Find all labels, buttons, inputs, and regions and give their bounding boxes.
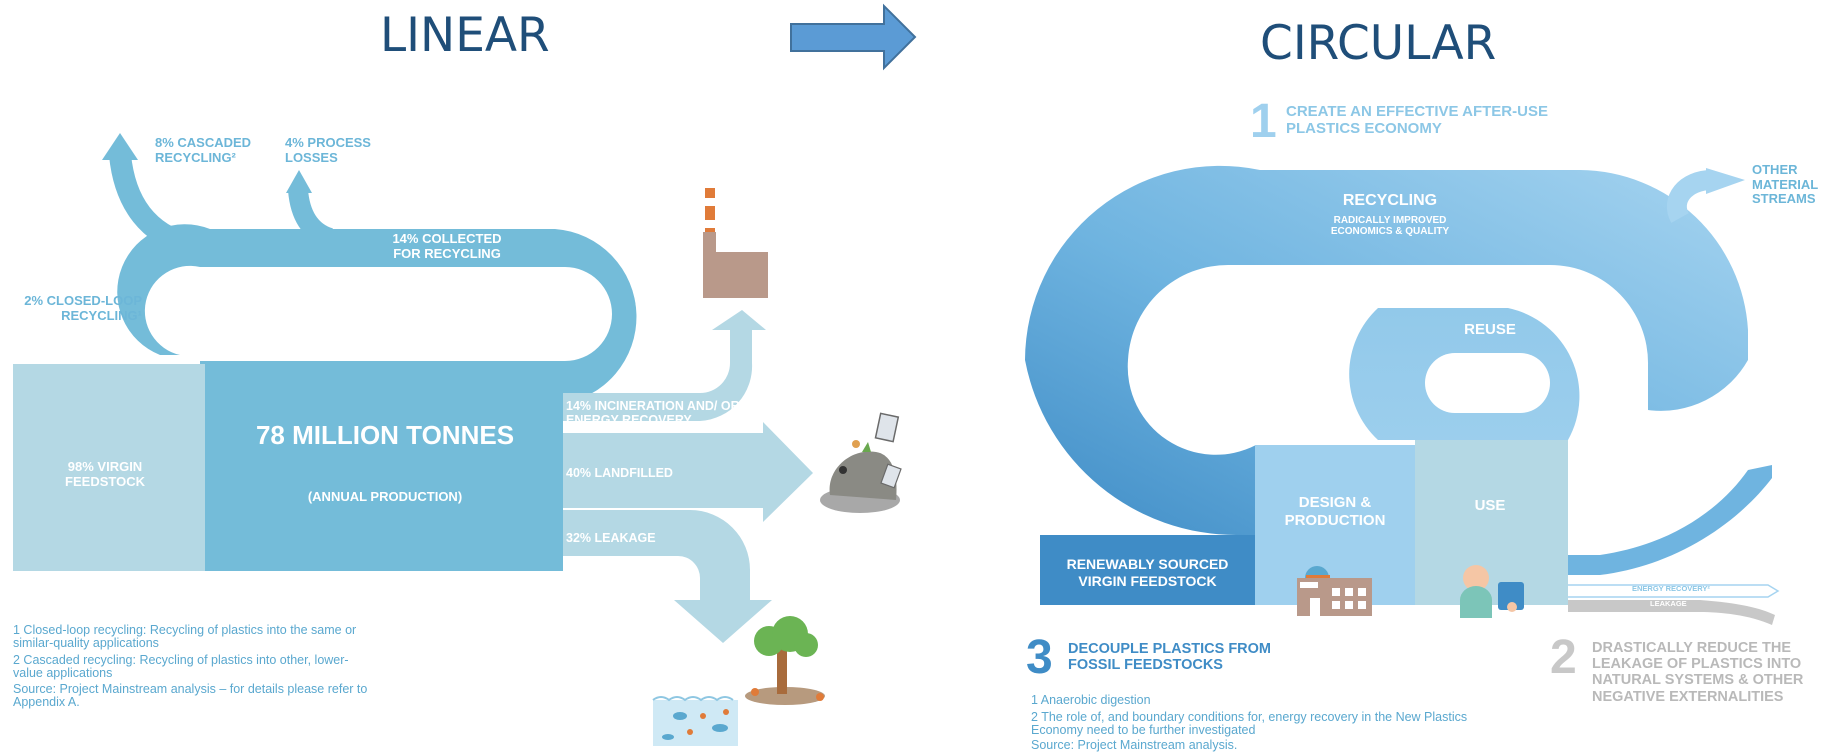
linear-to-circular-arrow[interactable] — [790, 3, 917, 71]
recycling-sublabel: RADICALLY IMPROVED ECONOMICS & QUALITY — [1330, 215, 1450, 238]
production-block — [205, 364, 563, 571]
energy-recovery-label: ENERGY RECOVERY² — [1632, 584, 1710, 593]
use-label: USE — [1474, 497, 1506, 514]
renewable-feedstock-label: RENEWABLY SOURCED VIRGIN FEEDSTOCK — [1066, 556, 1229, 589]
step1-label: CREATE AN EFFECTIVE AFTER-USE PLASTICS E… — [1286, 103, 1548, 137]
production-subtitle: (ANNUAL PRODUCTION) — [307, 489, 463, 504]
leakage-nature-icon — [652, 616, 825, 746]
landfilled-arrow — [563, 422, 813, 522]
linear-source: Source: Project Mainstream analysis – fo… — [13, 682, 368, 710]
collected-label: 14% COLLECTED FOR RECYCLING — [392, 231, 502, 261]
step1-number: 1 — [1250, 95, 1277, 148]
circular-source: Source: Project Mainstream analysis. — [1031, 738, 1238, 752]
landfill-icon — [820, 412, 902, 513]
composting-arrow — [1568, 465, 1772, 575]
circular-leakage-label: LEAKAGE — [1650, 599, 1687, 608]
renewable-feedstock-block — [1040, 535, 1255, 605]
landfilled-label: 40% LANDFILLED — [566, 466, 673, 480]
process-losses-label: 4% PROCESS LOSSES — [285, 135, 371, 165]
leakage-label: 32% LEAKAGE — [566, 531, 656, 545]
closed-loop-label: 2% CLOSED-LOOP RECYCLING¹ — [24, 293, 142, 323]
circular-leakage-arrow — [1568, 600, 1775, 625]
person-icon — [1460, 565, 1524, 618]
leakage-arrow — [563, 510, 772, 643]
recycling-label: RECYCLING — [1342, 192, 1438, 209]
cascaded-recycling-label: 8% CASCADED RECYCLING² — [155, 135, 252, 165]
design-production-label: DESIGN & PRODUCTION — [1284, 494, 1386, 529]
energy-recovery-arrow — [1568, 584, 1780, 598]
process-losses-arrow — [286, 170, 334, 248]
step2-number: 2 — [1550, 631, 1577, 684]
step3-number: 3 — [1026, 631, 1053, 684]
circular-title: CIRCULAR — [1260, 16, 1497, 71]
incineration-chimney-icon — [703, 188, 768, 298]
incineration-label: 14% INCINERATION AND/ OR ENERGY RECOVERY — [566, 399, 740, 427]
other-streams-arrow — [1666, 168, 1745, 223]
circular-recycling-loop — [1025, 165, 1748, 536]
other-streams-label: OTHER MATERIAL STREAMS — [1752, 162, 1818, 207]
virgin-feedstock-block — [13, 364, 205, 571]
use-block — [1415, 440, 1568, 605]
step2-label: DRASTICALLY REDUCE THE LEAKAGE OF PLASTI… — [1592, 640, 1804, 705]
linear-footnote-1: 1 Closed-loop recycling: Recycling of pl… — [13, 623, 357, 651]
circular-footnote-2: 2 The role of, and boundary conditions f… — [1031, 710, 1468, 738]
linear-title: LINEAR — [380, 8, 550, 63]
production-amount: 78 MILLION TONNES — [255, 420, 515, 450]
reuse-label: REUSE — [1464, 321, 1516, 338]
virgin-feedstock-label: 98% VIRGIN FEEDSTOCK — [65, 459, 145, 489]
circular-footnote-1: 1 Anaerobic digestion — [1031, 693, 1151, 707]
linear-footnote-2: 2 Cascaded recycling: Recycling of plast… — [13, 653, 349, 681]
step3-label: DECOUPLE PLASTICS FROM FOSSIL FEEDSTOCKS — [1068, 641, 1272, 674]
factory-icon — [1297, 566, 1372, 616]
incineration-arrow — [563, 310, 766, 421]
